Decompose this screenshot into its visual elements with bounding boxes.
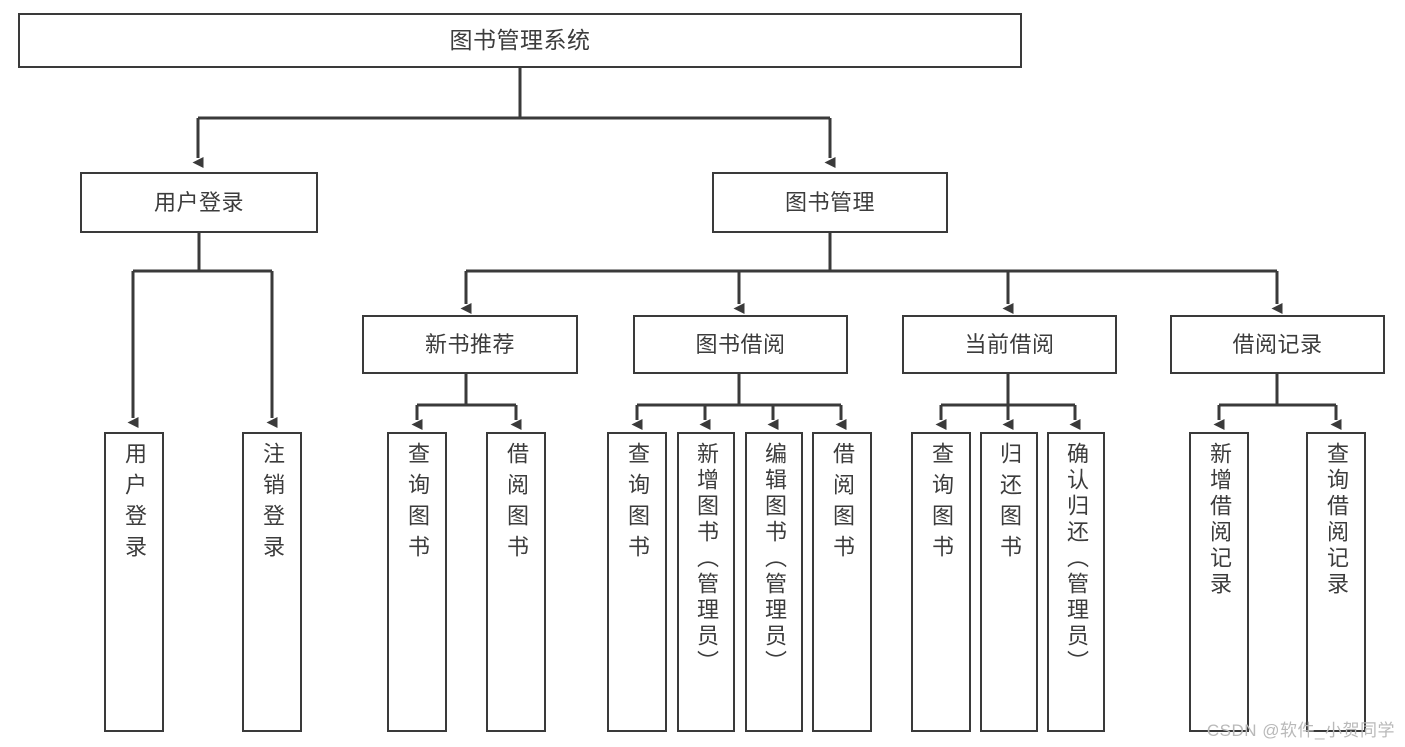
node-leaf-add-record[interactable]: 新增借阅记录 [1189, 432, 1249, 732]
node-label: 图书管理 [784, 189, 875, 215]
node-book-borrow[interactable]: 图书借阅 [633, 315, 848, 374]
node-leaf-return-book[interactable]: 归还图书 [980, 432, 1038, 732]
node-label: 图书管理系统 [449, 26, 591, 53]
node-book-management[interactable]: 图书管理 [712, 172, 948, 233]
node-label: 查询借阅记录 [1324, 442, 1349, 598]
node-new-book-recommend[interactable]: 新书推荐 [362, 315, 578, 374]
node-leaf-edit-book[interactable]: 编辑图书（管理员） [745, 432, 803, 732]
node-root-system[interactable]: 图书管理系统 [18, 13, 1022, 68]
node-leaf-borrow-book-2[interactable]: 借阅图书 [812, 432, 872, 732]
node-leaf-add-book[interactable]: 新增图书（管理员） [677, 432, 735, 732]
node-label: 注销登录 [260, 442, 285, 566]
node-label: 借阅图书 [830, 442, 855, 566]
node-label: 新书推荐 [424, 331, 515, 357]
node-label: 用户登录 [153, 189, 244, 215]
node-label: 借阅图书 [504, 442, 529, 566]
node-label: 编辑图书（管理员） [762, 442, 787, 676]
node-borrow-record[interactable]: 借阅记录 [1170, 315, 1385, 374]
node-label: 当前借阅 [964, 331, 1055, 357]
node-label: 确认归还（管理员） [1064, 442, 1089, 676]
node-label: 用户登录 [122, 442, 147, 566]
node-leaf-query-book-2[interactable]: 查询图书 [607, 432, 667, 732]
node-leaf-user-login[interactable]: 用户登录 [104, 432, 164, 732]
node-leaf-query-book-1[interactable]: 查询图书 [387, 432, 447, 732]
node-label: 借阅记录 [1232, 331, 1323, 357]
node-current-borrow[interactable]: 当前借阅 [902, 315, 1117, 374]
node-leaf-query-record[interactable]: 查询借阅记录 [1306, 432, 1366, 732]
node-leaf-query-book-3[interactable]: 查询图书 [911, 432, 971, 732]
node-leaf-user-logout[interactable]: 注销登录 [242, 432, 302, 732]
node-label: 查询图书 [405, 442, 430, 566]
node-label: 图书借阅 [695, 331, 786, 357]
node-label: 查询图书 [929, 442, 954, 566]
node-leaf-confirm-return[interactable]: 确认归还（管理员） [1047, 432, 1105, 732]
node-label: 新增借阅记录 [1207, 442, 1232, 598]
node-label: 查询图书 [625, 442, 650, 566]
node-label: 新增图书（管理员） [694, 442, 719, 676]
node-label: 归还图书 [997, 442, 1022, 566]
node-user-login[interactable]: 用户登录 [80, 172, 318, 233]
node-leaf-borrow-book-1[interactable]: 借阅图书 [486, 432, 546, 732]
